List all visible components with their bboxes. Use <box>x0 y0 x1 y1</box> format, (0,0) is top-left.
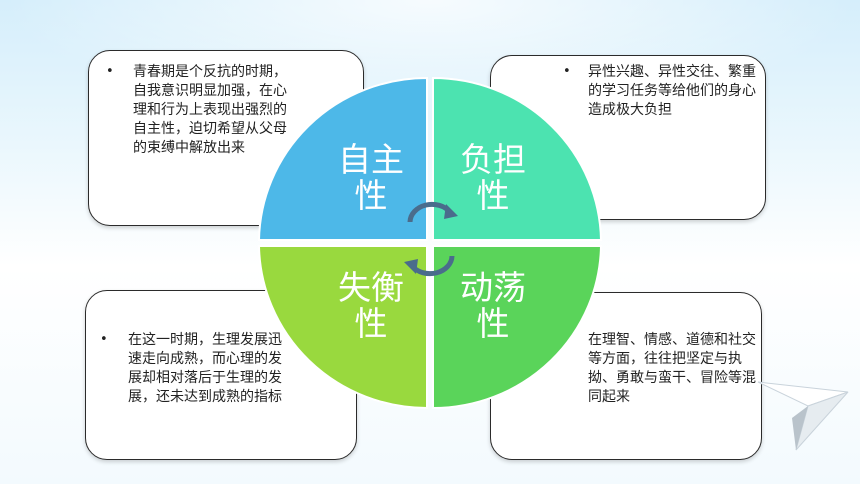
text-bottom-right: 在理智、情感、道德和社交等方面，往往把坚定与执拗、勇敢与蛮干、冒险等混同起来 <box>588 332 756 405</box>
quadrant-label-line: 性 <box>354 176 388 215</box>
quadrant-label-burden: 负担 性 <box>450 142 536 214</box>
text-top-left: 青春期是个反抗的时期，自我意识明显加强，在心理和行为上表现出强烈的自主性，迫切希… <box>133 64 287 156</box>
paper-plane-icon <box>757 381 849 451</box>
text-bottom-left: 在这一时期，生理发展迅速走向成熟，而心理的发展却相对落后于生理的发展，还未达到成… <box>128 332 282 405</box>
quadrant-bottom-right <box>432 245 603 410</box>
quadrant-label-line: 动荡 <box>460 268 526 307</box>
quadrant-label-line: 自主 <box>338 140 404 179</box>
quadrant-label-line: 负担 <box>460 140 526 179</box>
quadrant-label-autonomy: 自主 性 <box>328 142 414 214</box>
text-top-right: 异性兴趣、异性交往、繁重的学习任务等给他们的身心造成极大负担 <box>588 64 756 118</box>
quadrant-label-imbalance: 失衡 性 <box>328 270 414 342</box>
cycle-arrows-icon <box>404 201 458 277</box>
quadrant-label-turbulence: 动荡 性 <box>450 270 536 342</box>
bullet-bottom-left: • <box>100 332 108 347</box>
quadrant-label-line: 性 <box>476 304 510 343</box>
quadrant-label-line: 性 <box>476 176 510 215</box>
quadrant-circle <box>257 76 603 410</box>
quadrant-bottom-left <box>257 245 428 410</box>
quadrant-top-left <box>257 76 428 241</box>
quadrant-label-line: 失衡 <box>338 268 404 307</box>
quadrant-label-line: 性 <box>354 304 388 343</box>
bullet-top-right: • <box>563 64 571 79</box>
bullet-top-left: • <box>106 64 114 79</box>
quadrant-top-right <box>432 76 603 241</box>
